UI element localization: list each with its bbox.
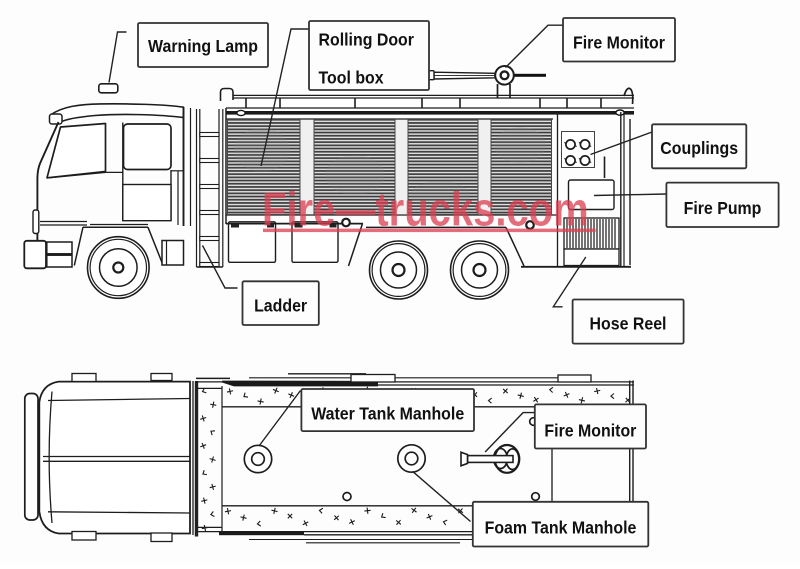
svg-text:Fire—trucks.com: Fire—trucks.com: [262, 185, 589, 237]
svg-text:Hose Reel: Hose Reel: [590, 314, 667, 334]
svg-text:Ladder: Ladder: [254, 296, 308, 316]
svg-text:Warning Lamp: Warning Lamp: [148, 36, 258, 56]
svg-text:Water Tank Manhole: Water Tank Manhole: [311, 404, 464, 424]
svg-text:Fire Monitor: Fire Monitor: [573, 33, 665, 53]
svg-text:Fire Pump: Fire Pump: [684, 198, 762, 218]
svg-text:Rolling Door: Rolling Door: [319, 30, 415, 50]
svg-text:Foam Tank Manhole: Foam Tank Manhole: [485, 518, 637, 538]
svg-text:Fire Monitor: Fire Monitor: [544, 421, 636, 441]
svg-text:Tool box: Tool box: [319, 68, 385, 88]
svg-text:Couplings: Couplings: [660, 138, 738, 158]
